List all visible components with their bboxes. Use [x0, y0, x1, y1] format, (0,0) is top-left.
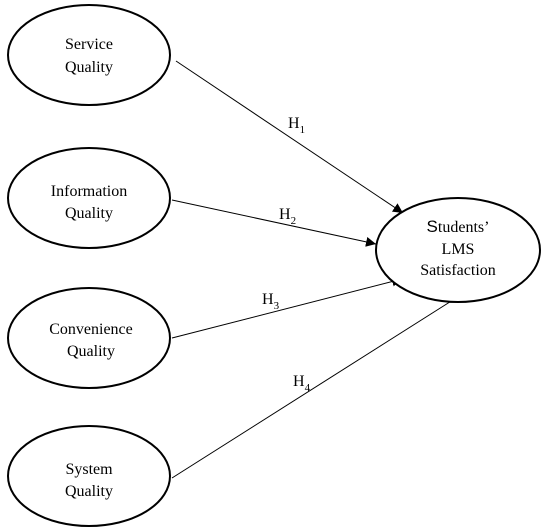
node-label-line1: Convenience — [49, 321, 133, 338]
edge-service-to-satisfaction — [175, 60, 404, 214]
node-students-lms-satisfaction: Students’ LMS Satisfaction — [375, 197, 541, 303]
node-label-line1: System — [65, 461, 113, 478]
node-system-quality: System Quality — [7, 425, 171, 527]
node-convenience-quality: Convenience Quality — [7, 287, 171, 389]
node-service-quality: Service Quality — [7, 4, 171, 106]
hypothesis-label-h1: H1 — [288, 115, 305, 136]
hypothesis-label-h4: H4 — [293, 373, 311, 394]
hypothesis-label-h3: H3 — [262, 291, 280, 312]
node-label-line2: Quality — [65, 59, 113, 76]
edge-information-to-satisfaction — [171, 199, 377, 247]
node-label-line3: Satisfaction — [420, 262, 496, 279]
node-label-line2: Quality — [65, 483, 113, 500]
hypothesis-label-h2: H2 — [279, 206, 296, 227]
node-label-line1: Information — [51, 183, 127, 200]
edge-convenience-to-satisfaction — [171, 276, 403, 339]
node-information-quality: Information Quality — [7, 147, 171, 249]
edge-system-to-satisfaction — [171, 292, 465, 479]
node-label-line1: Service — [65, 36, 113, 53]
node-label-line2: LMS — [442, 241, 475, 258]
node-label-line1: Students’ — [427, 217, 490, 236]
node-label-line2: Quality — [67, 343, 115, 360]
node-label-line2: Quality — [65, 205, 113, 222]
